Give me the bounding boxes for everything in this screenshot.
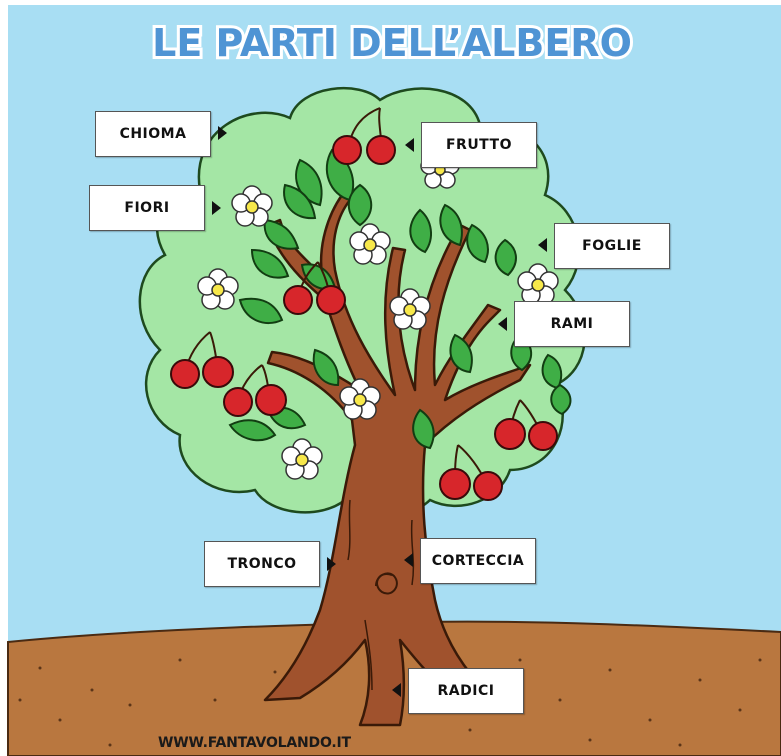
label-foglie: FOGLIE [554, 223, 670, 269]
arrow-left-icon [405, 138, 414, 152]
ground-specks [18, 658, 762, 747]
label-chioma: CHIOMA [95, 111, 211, 157]
label-fiori: FIORI [89, 185, 205, 231]
label-radici: RADICI [408, 668, 524, 714]
arrow-right-icon [218, 126, 227, 140]
arrow-left-icon [392, 683, 401, 697]
label-corteccia: CORTECCIA [420, 538, 536, 584]
arrow-left-icon [538, 238, 547, 252]
arrow-left-icon [498, 317, 507, 331]
leaves [228, 148, 572, 450]
label-tronco: TRONCO [204, 541, 320, 587]
arrow-left-icon [404, 553, 413, 567]
cherries [170, 107, 558, 501]
arrow-right-icon [327, 557, 336, 571]
label-frutto: FRUTTO [421, 122, 537, 168]
website-credit: WWW.FANTAVOLANDO.IT [158, 735, 351, 751]
arrow-right-icon [212, 201, 221, 215]
label-rami: RAMI [514, 301, 630, 347]
diagram-title: LE PARTI DELL’ALBERO [152, 21, 632, 65]
